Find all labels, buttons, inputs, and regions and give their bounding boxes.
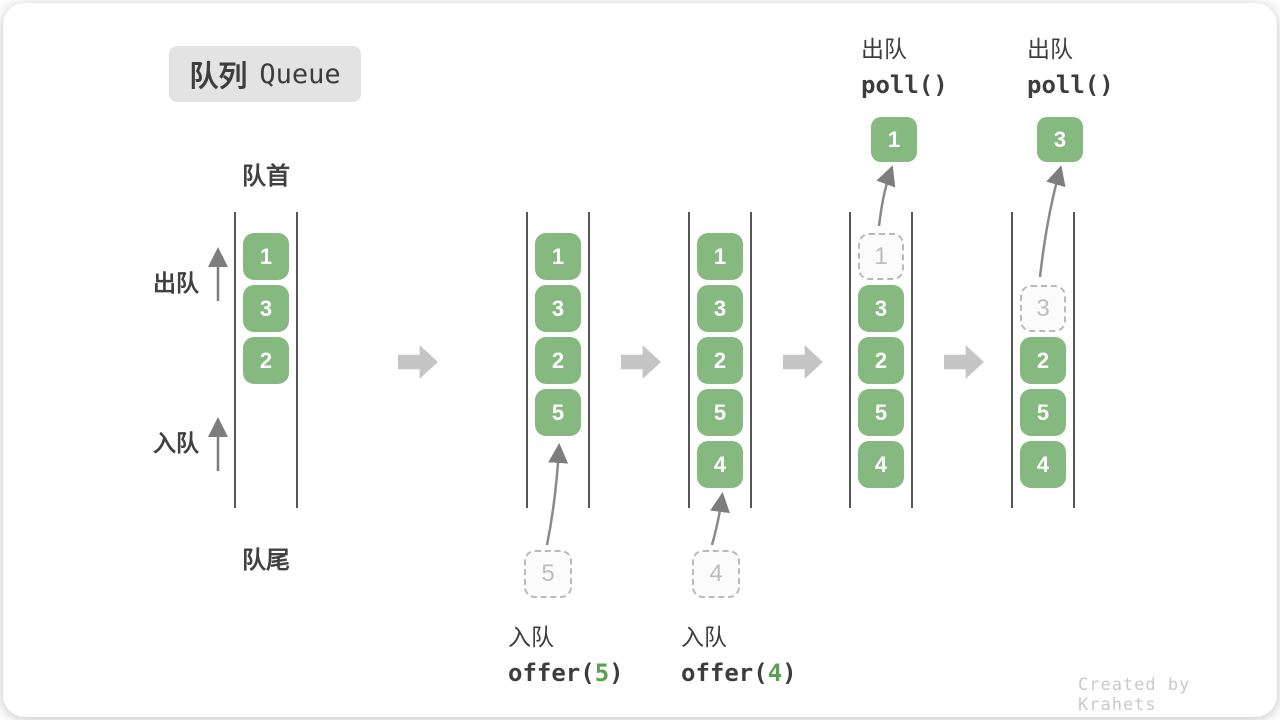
code-text: offer( [508, 659, 595, 687]
incoming-value-box: 4 [692, 550, 740, 598]
queue-cell: 3 [535, 285, 581, 332]
dequeue-op-label: 出队 poll() [1027, 30, 1114, 99]
queue-cell: 4 [1020, 441, 1066, 488]
incoming-value: 4 [709, 560, 723, 587]
dequeued-value-box: 1 [871, 117, 917, 162]
code-text: ) [609, 659, 624, 687]
queue-state-1: 1 3 2 [234, 212, 298, 508]
queue-state-4: 1 3 2 5 4 [849, 212, 913, 508]
dequeued-value: 3 [1053, 126, 1067, 152]
dequeue-op-zh: 出队 [861, 36, 907, 62]
queue-cell: 5 [535, 389, 581, 436]
enqueue-op-zh: 入队 [681, 624, 727, 650]
code-arg: 4 [767, 659, 783, 687]
dequeue-op-label: 出队 poll() [861, 30, 948, 99]
enqueue-op-label: 入队 offer(4) [681, 618, 797, 687]
dequeue-op-zh: 出队 [1027, 36, 1073, 62]
dequeue-op-code: poll() [1027, 71, 1114, 99]
transition-arrow-icon [398, 345, 438, 379]
rear-label: 队尾 [242, 547, 290, 574]
empty-slot [1020, 233, 1066, 285]
enqueue-side-label: 入队 [153, 430, 199, 456]
enqueue-op-zh: 入队 [508, 624, 554, 650]
transition-arrow-icon [944, 345, 984, 379]
dequeued-value-box: 3 [1037, 117, 1083, 162]
removed-cell: 3 [1020, 285, 1066, 332]
queue-cell: 3 [858, 285, 904, 332]
queue-cell: 2 [697, 337, 743, 384]
queue-cell: 2 [858, 337, 904, 384]
queue-cell: 2 [535, 337, 581, 384]
incoming-value: 5 [541, 560, 555, 587]
enqueue-op-code: offer(4) [681, 659, 797, 687]
code-text: offer( [681, 659, 768, 687]
dequeue-op-code: poll() [861, 71, 948, 99]
queue-cell: 2 [1020, 337, 1066, 384]
queue-state-5: 3 2 5 4 [1011, 212, 1075, 508]
queue-cell: 1 [243, 233, 289, 280]
queue-cell: 4 [858, 441, 904, 488]
queue-cell: 3 [697, 285, 743, 332]
queue-cell: 2 [243, 337, 289, 384]
enqueue-op-code: offer(5) [508, 659, 624, 687]
front-label: 队首 [242, 163, 290, 190]
transition-arrow-icon [783, 345, 823, 379]
queue-cell: 5 [858, 389, 904, 436]
title-zh: 队列 [189, 61, 248, 93]
code-arg: 5 [594, 659, 610, 687]
transition-arrow-icon [621, 345, 661, 379]
code-text: ) [782, 659, 797, 687]
removed-cell: 1 [858, 233, 904, 280]
title-badge: 队列 Queue [169, 46, 361, 102]
title-en: Queue [259, 58, 341, 90]
dequeued-value: 1 [887, 126, 901, 152]
queue-state-2: 1 3 2 5 [526, 212, 590, 508]
dequeue-side-label: 出队 [153, 270, 199, 296]
queue-cell: 5 [1020, 389, 1066, 436]
queue-cell: 3 [243, 285, 289, 332]
queue-cell: 1 [535, 233, 581, 280]
incoming-value-box: 5 [524, 550, 572, 598]
queue-state-3: 1 3 2 5 4 [688, 212, 752, 508]
watermark: Created by Krahets [1078, 675, 1191, 715]
enqueue-op-label: 入队 offer(5) [508, 618, 624, 687]
queue-cell: 4 [697, 441, 743, 488]
queue-cell: 1 [697, 233, 743, 280]
queue-cell: 5 [697, 389, 743, 436]
